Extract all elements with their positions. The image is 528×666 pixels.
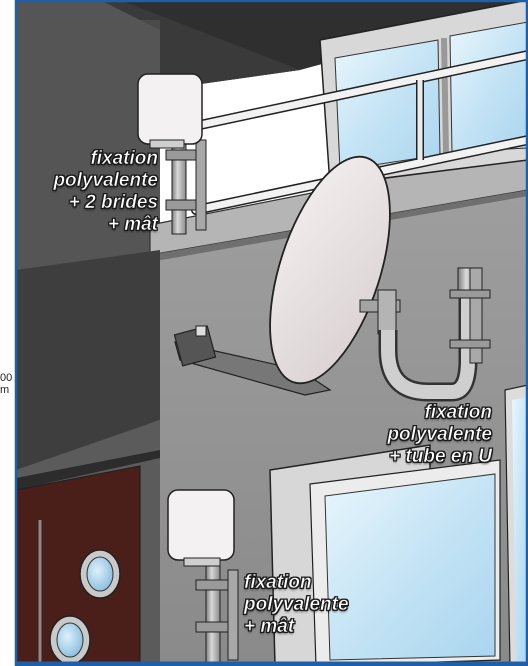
left-page-margin <box>0 0 16 666</box>
label-top-line3: + 2 brides <box>18 192 158 214</box>
flat-antenna-top <box>138 74 202 144</box>
label-right-line2: polyvalente <box>340 424 492 446</box>
dimension-line1: 00 <box>0 372 12 384</box>
label-bottom-mount: fixation polyvalente + mât <box>244 572 394 638</box>
label-bottom-line2: polyvalente <box>244 594 394 616</box>
label-top-line2: polyvalente <box>18 170 158 192</box>
label-bottom-line1: fixation <box>244 572 394 594</box>
dimension-line2: m <box>0 384 12 396</box>
label-right-mount: fixation polyvalente + tube en U <box>340 402 492 468</box>
flat-antenna-bottom <box>168 490 234 560</box>
label-right-line1: fixation <box>340 402 492 424</box>
label-right-line3: + tube en U <box>340 446 492 468</box>
label-bottom-line3: + mât <box>244 616 394 638</box>
label-top-mount: fixation polyvalente + 2 brides + mât <box>18 148 158 236</box>
label-top-line1: fixation <box>18 148 158 170</box>
dimension-label-fragment: 00 m <box>0 372 12 396</box>
label-top-line4: + mât <box>18 214 158 236</box>
